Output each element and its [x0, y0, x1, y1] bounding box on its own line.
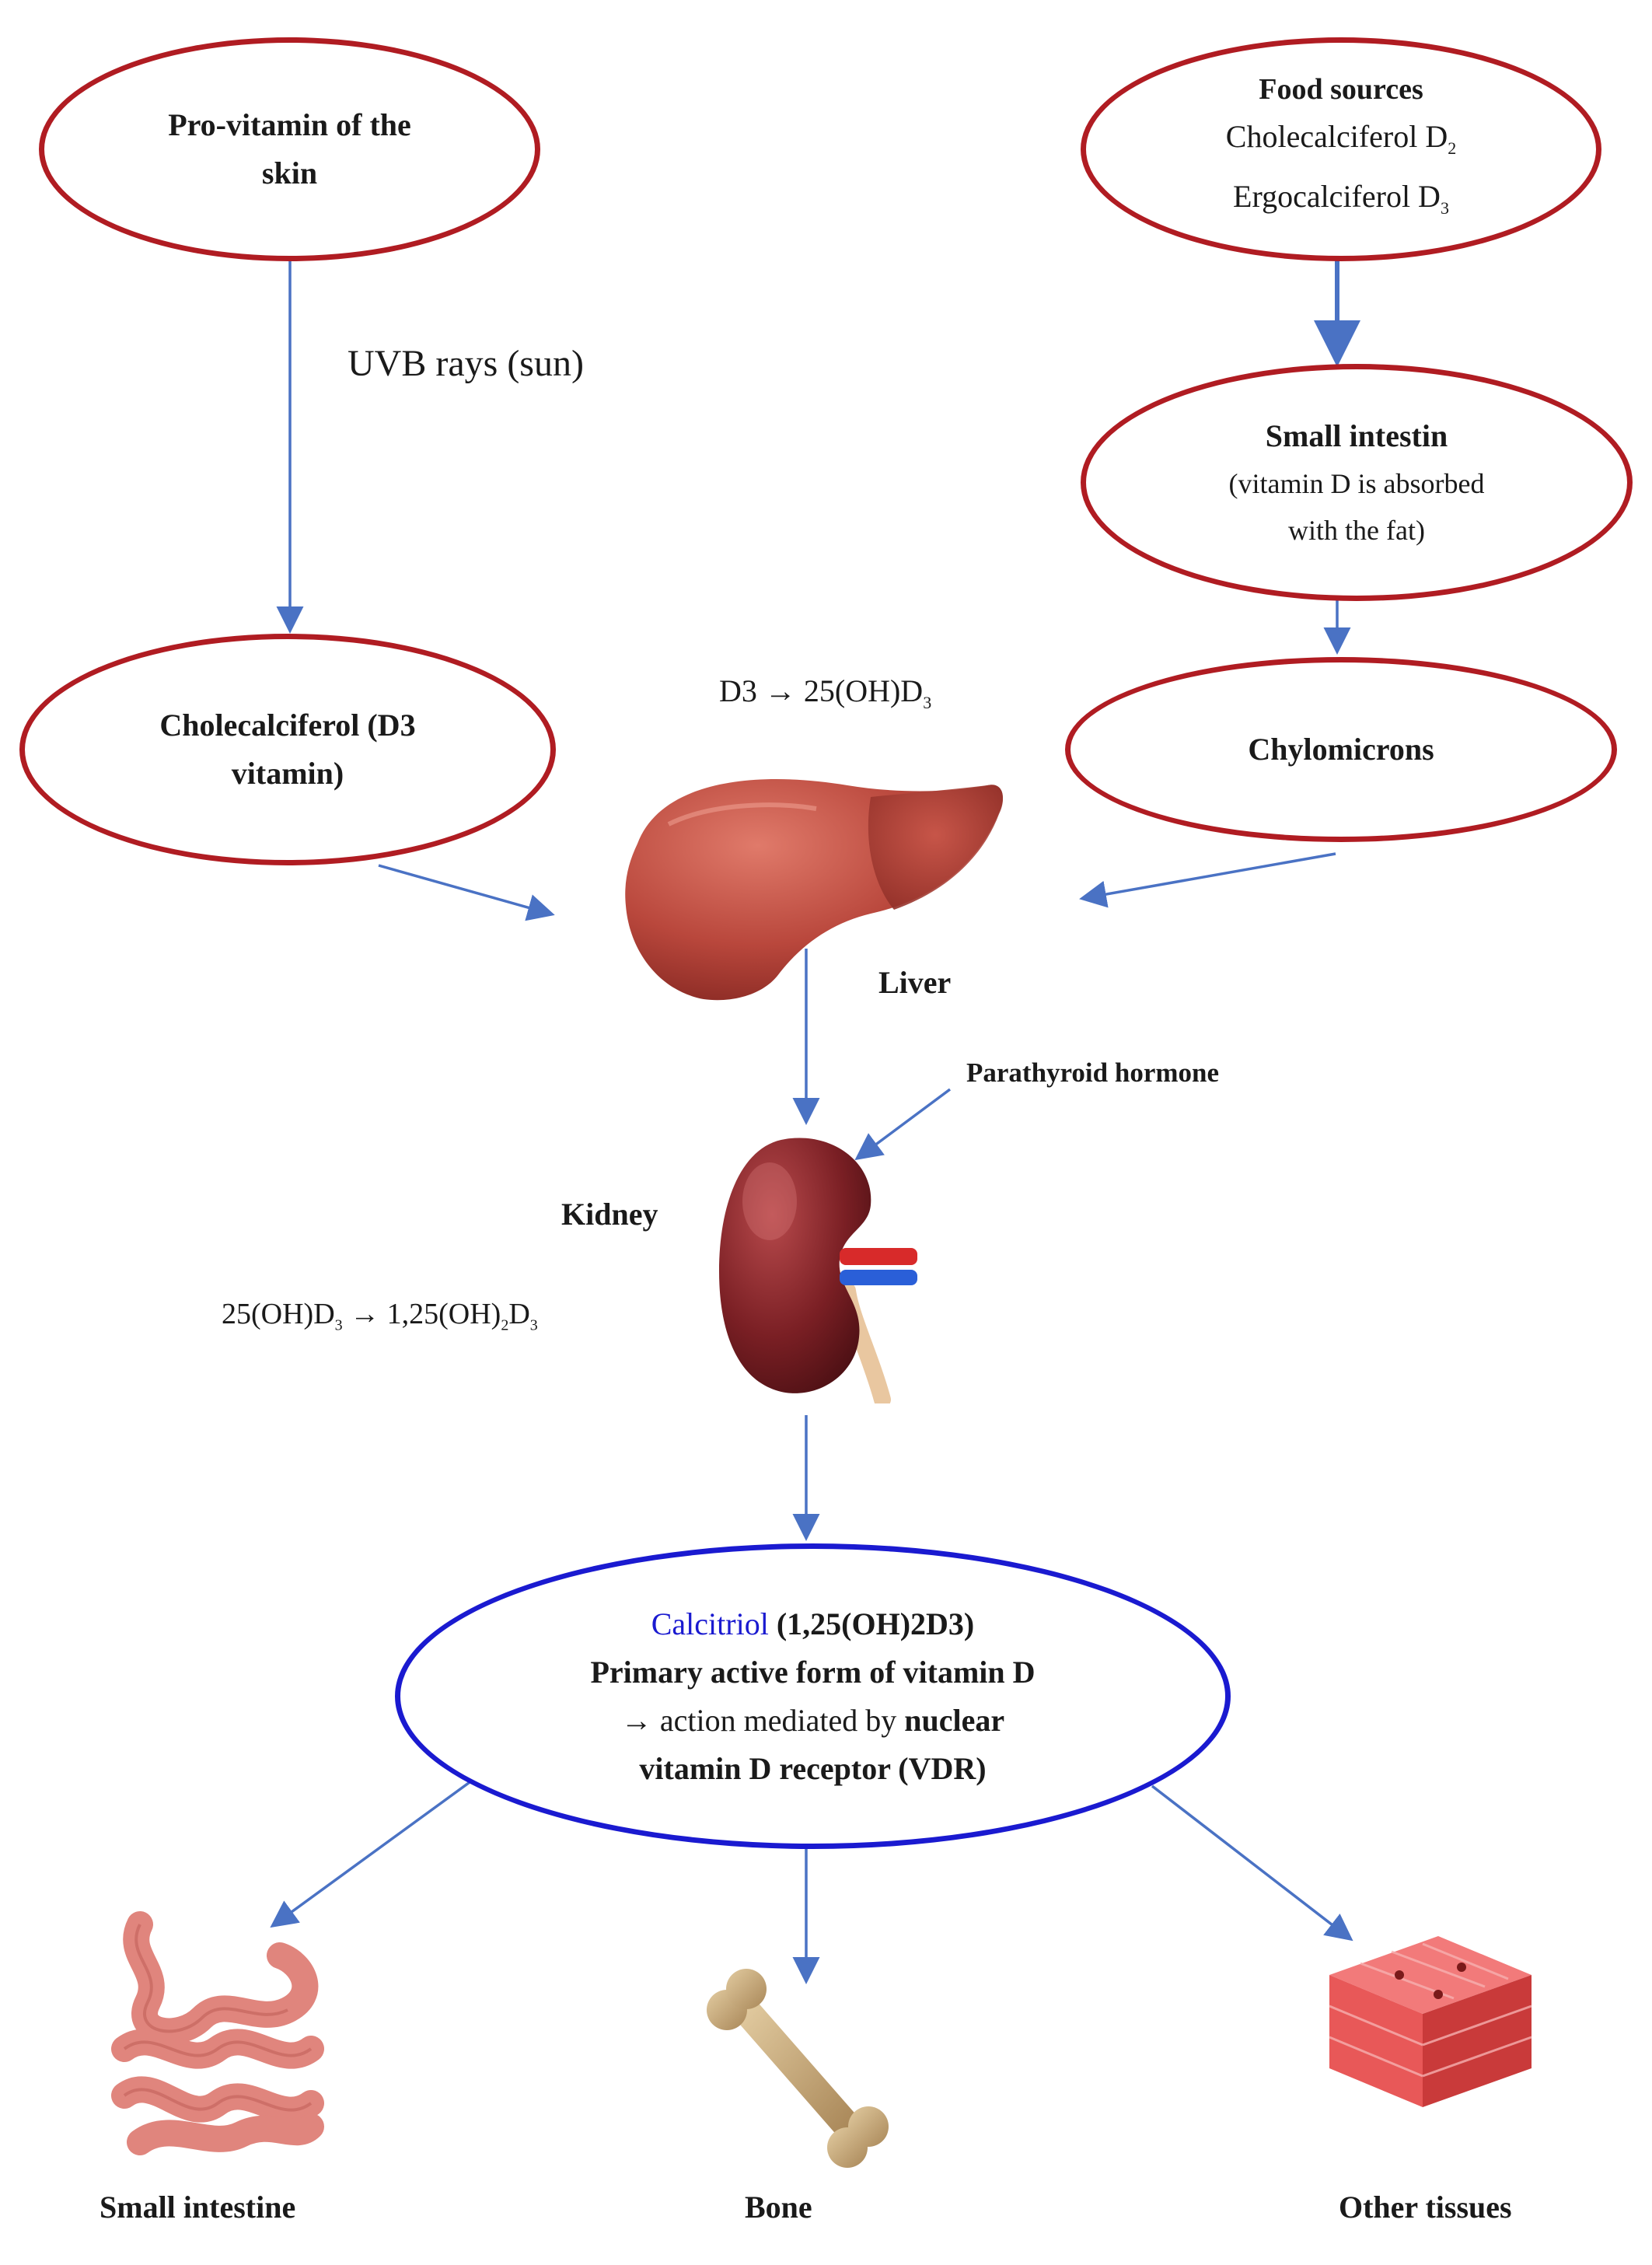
provitamin-node: Pro-vitamin of the skin: [39, 37, 540, 261]
cholecalciferol-node: Cholecalciferol (D3 vitamin): [19, 634, 556, 865]
small-intestin-note-2: with the fat): [1288, 514, 1425, 546]
calcitriol-receptor: vitamin D receptor (VDR): [639, 1750, 987, 1786]
small-intestine-icon: [111, 1911, 324, 2155]
small-intestin-note-1: (vitamin D is absorbed: [1228, 467, 1485, 499]
parathyroid-label: Parathyroid hormone: [966, 1057, 1220, 1088]
liver-icon: [625, 779, 1003, 1001]
calcitriol-title: Calcitriol (1,25(OH)2D3): [651, 1606, 975, 1641]
target-intestine-label: Small intestine: [100, 2190, 296, 2225]
chylomicrons-label: Chylomicrons: [1248, 732, 1434, 767]
calcitriol-description: Primary active form of vitamin D: [590, 1654, 1036, 1690]
food-sources-title: Food sources: [1259, 73, 1423, 106]
arrow-parathyroid-to-kidney: [854, 1088, 952, 1161]
provitamin-line2: skin: [261, 156, 318, 190]
arrow-chylomicrons-to-liver: [1079, 852, 1336, 908]
small-intestin-title: Small intestin: [1265, 418, 1448, 453]
target-bone-label: Bone: [745, 2190, 812, 2225]
food-sources-item-1: Cholecalciferol D2: [1225, 119, 1457, 158]
uvb-label: UVB rays (sun): [348, 343, 584, 384]
liver-conversion-label: D3 → 25(OH)D3: [719, 673, 932, 712]
calcitriol-node: Calcitriol (1,25(OH)2D3) Primary active …: [395, 1543, 1231, 1849]
cholecalciferol-line2: vitamin): [231, 756, 344, 791]
food-sources-item-2: Ergocalciferol D3: [1233, 179, 1449, 218]
arrow-calcitriol-to-intestine: [270, 1779, 473, 1928]
food-sources-node: Food sources Cholecalciferol D2 Ergocalc…: [1081, 37, 1601, 261]
provitamin-line1: Pro-vitamin of the: [168, 107, 411, 142]
liver-label: Liver: [878, 965, 952, 1000]
small-intestin-node: Small intestin (vitamin D is absorbed wi…: [1081, 364, 1633, 601]
kidney-label: Kidney: [561, 1197, 658, 1232]
arrow-calcitriol-to-tissues: [1151, 1784, 1353, 1942]
chylomicrons-node: Chylomicrons: [1065, 657, 1617, 842]
target-tissues-label: Other tissues: [1339, 2190, 1512, 2225]
cholecalciferol-line1: Cholecalciferol (D3: [159, 708, 416, 743]
bone-icon: [707, 1969, 889, 2168]
kidney-icon: [719, 1138, 917, 1403]
tissue-icon: [1329, 1936, 1532, 2107]
calcitriol-word: Calcitriol: [651, 1606, 769, 1641]
calcitriol-action: → action mediated by nuclear: [620, 1702, 1005, 1738]
arrow-cholecalciferol-to-liver: [378, 864, 555, 921]
kidney-conversion-label: 25(OH)D3 → 1,25(OH)2D3: [222, 1298, 538, 1334]
